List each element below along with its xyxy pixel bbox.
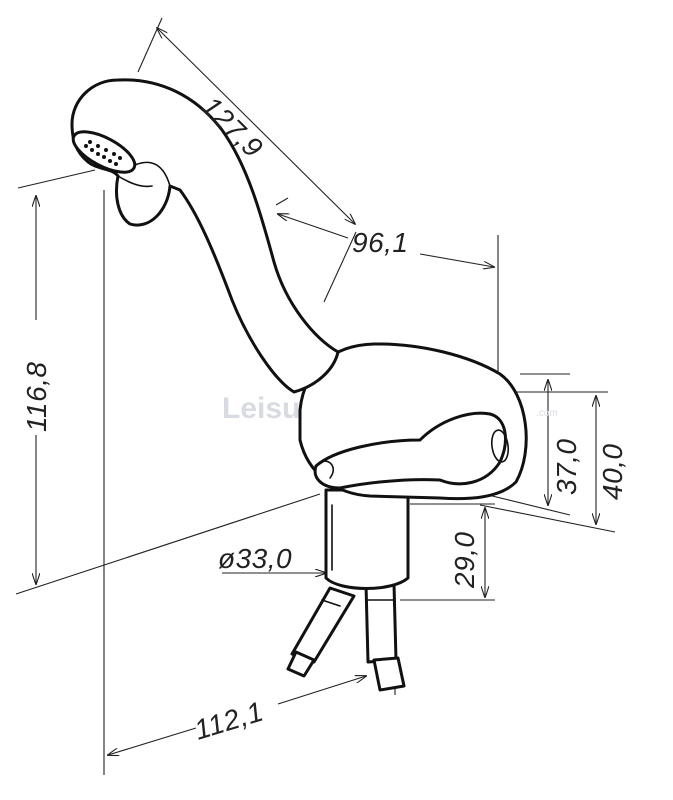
label-total-height: 116,8: [21, 362, 52, 433]
label-shank-height: 29,0: [449, 532, 480, 590]
dimension-lines: [36, 28, 596, 755]
label-spout-reach: 96,1: [352, 227, 409, 258]
faucet-body: [298, 342, 528, 501]
label-body-height-outer: 40,0: [597, 444, 628, 501]
aerator-holes: [84, 140, 122, 166]
shank: [324, 488, 410, 590]
left-supply-pipe: [286, 586, 356, 678]
right-supply-pipe: [364, 582, 406, 692]
label-shank-diameter: ø33,0: [218, 543, 292, 574]
spout: [70, 78, 340, 394]
label-body-height-inner: 37,0: [551, 439, 582, 496]
faucet-illustration: [70, 78, 528, 692]
label-base-width: 112,1: [191, 695, 267, 745]
watermark-suffix: .com: [536, 408, 558, 419]
